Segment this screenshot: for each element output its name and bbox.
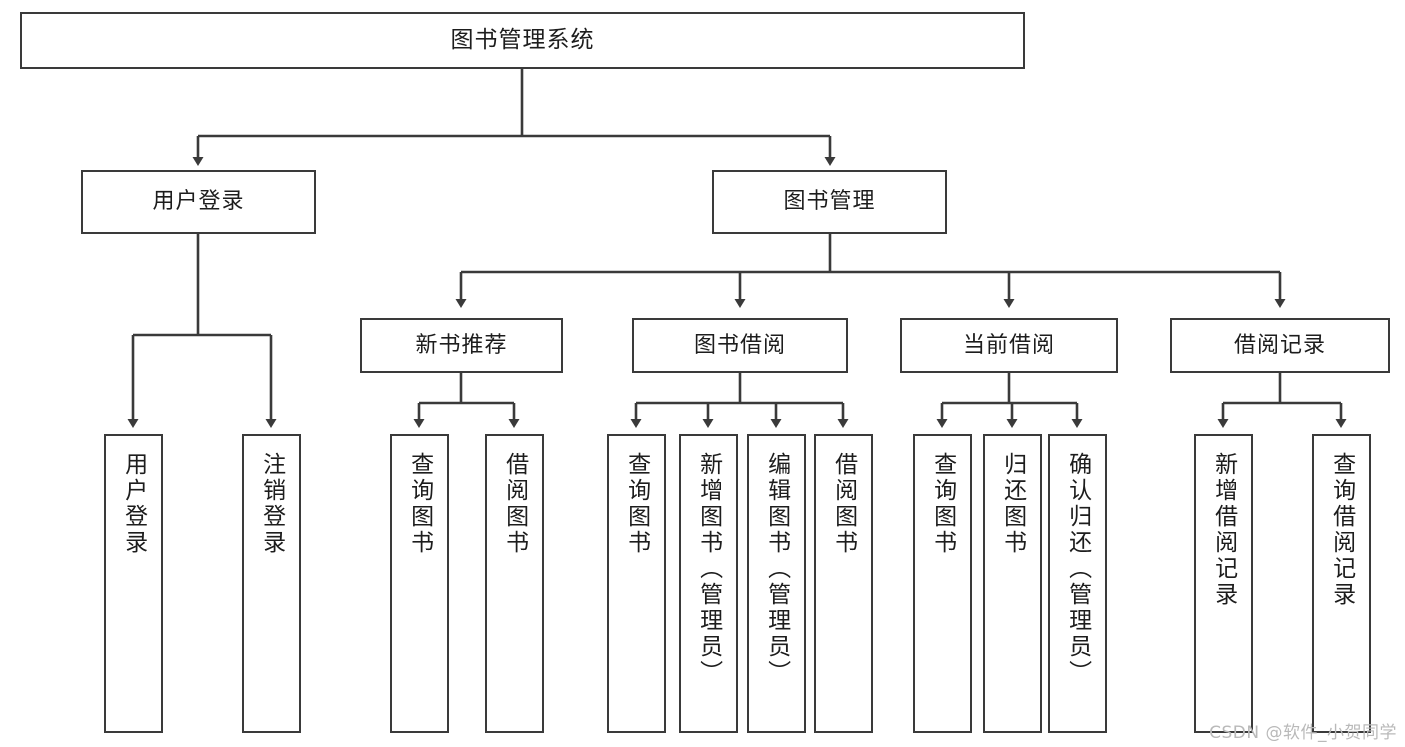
node-label: 图书管理系统	[450, 26, 595, 53]
node-book-management[interactable]: 图书管理	[712, 170, 947, 234]
node-user-login[interactable]: 用户登录	[81, 170, 316, 234]
node-label: 编辑图书（管理员）	[763, 452, 790, 686]
node-leaf-confirm-return[interactable]: 确认归还（管理员）	[1048, 434, 1107, 733]
node-label: 新书推荐	[415, 332, 508, 358]
node-leaf-borrow-book-1[interactable]: 借阅图书	[485, 434, 544, 733]
node-label: 借阅图书	[501, 452, 528, 556]
node-label: 新增借阅记录	[1210, 452, 1237, 608]
node-leaf-add-record[interactable]: 新增借阅记录	[1194, 434, 1253, 733]
node-label: 查询借阅记录	[1328, 452, 1355, 608]
node-label: 图书借阅	[693, 332, 786, 358]
watermark-text: CSDN @软件_小贺同学	[1209, 723, 1397, 743]
node-new-book-recommend[interactable]: 新书推荐	[360, 318, 563, 373]
node-label: 确认归还（管理员）	[1064, 452, 1091, 686]
node-leaf-query-record[interactable]: 查询借阅记录	[1312, 434, 1371, 733]
node-label: 注销登录	[258, 452, 285, 556]
node-leaf-user-login[interactable]: 用户登录	[104, 434, 163, 733]
node-label: 查询图书	[406, 452, 433, 556]
node-leaf-add-book[interactable]: 新增图书（管理员）	[679, 434, 738, 733]
node-label: 借阅记录	[1233, 332, 1326, 358]
node-leaf-query-book-3[interactable]: 查询图书	[913, 434, 972, 733]
node-borrow-record[interactable]: 借阅记录	[1170, 318, 1390, 373]
node-label: 新增图书（管理员）	[695, 452, 722, 686]
node-current-borrow[interactable]: 当前借阅	[900, 318, 1118, 373]
node-label: 当前借阅	[962, 332, 1055, 358]
node-label: 图书管理	[783, 189, 876, 215]
node-leaf-edit-book[interactable]: 编辑图书（管理员）	[747, 434, 806, 733]
node-leaf-query-book-1[interactable]: 查询图书	[390, 434, 449, 733]
node-label: 用户登录	[152, 189, 245, 215]
node-label: 用户登录	[120, 452, 147, 556]
node-leaf-user-logout[interactable]: 注销登录	[242, 434, 301, 733]
node-label: 归还图书	[999, 452, 1026, 556]
node-book-borrow[interactable]: 图书借阅	[632, 318, 848, 373]
node-leaf-borrow-book-2[interactable]: 借阅图书	[814, 434, 873, 733]
node-label: 查询图书	[929, 452, 956, 556]
node-leaf-query-book-2[interactable]: 查询图书	[607, 434, 666, 733]
node-label: 借阅图书	[830, 452, 857, 556]
node-leaf-return-book[interactable]: 归还图书	[983, 434, 1042, 733]
node-label: 查询图书	[623, 452, 650, 556]
node-root-system[interactable]: 图书管理系统	[20, 12, 1025, 69]
